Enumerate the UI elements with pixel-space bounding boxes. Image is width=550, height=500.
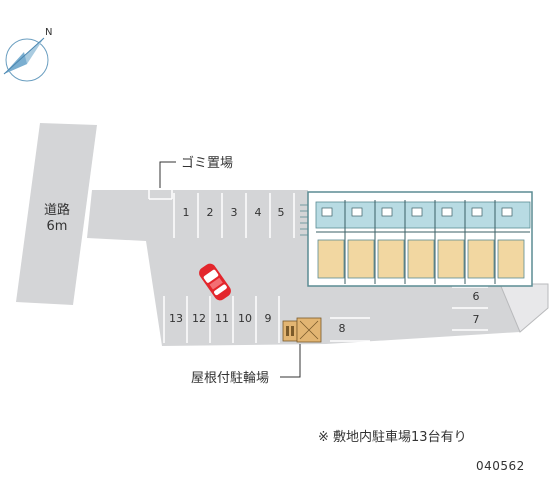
parking-space-7: 7 [473, 313, 480, 326]
compass-icon [3, 37, 49, 82]
road-label-line1: 道路 [44, 202, 70, 218]
parking-space-6: 6 [473, 290, 480, 303]
parking-space-8: 8 [339, 322, 346, 335]
stall-lines-bottom [163, 296, 280, 343]
apartment-building [300, 191, 533, 287]
parking-space-5: 5 [278, 206, 285, 219]
bicycle-shelter [282, 317, 322, 343]
car-icon [199, 263, 231, 301]
parking-space-1: 1 [183, 206, 190, 219]
parking-space-2: 2 [207, 206, 214, 219]
stall-lines-right [330, 286, 488, 342]
bicycle-callout-line [280, 344, 301, 378]
compass-north-label: N [45, 27, 52, 38]
bicycle-parking-label: 屋根付駐輪場 [191, 370, 269, 386]
property-code: 040562 [476, 459, 525, 473]
stall-lines-top [173, 193, 295, 238]
parking-space-13: 13 [169, 312, 183, 325]
parking-space-4: 4 [255, 206, 262, 219]
parking-space-11: 11 [215, 312, 229, 325]
parking-count-note: ※ 敷地内駐車場13台有り [318, 430, 467, 445]
road [16, 123, 97, 305]
garbage-label: ゴミ置場 [181, 155, 233, 171]
garbage-station [148, 190, 173, 200]
parking-space-12: 12 [192, 312, 206, 325]
garbage-callout-line [159, 161, 176, 188]
parking-lot [87, 190, 520, 346]
parking-space-10: 10 [238, 312, 252, 325]
parking-space-9: 9 [265, 312, 272, 325]
road-label-line2: 6m [47, 219, 68, 234]
parking-space-3: 3 [231, 206, 238, 219]
